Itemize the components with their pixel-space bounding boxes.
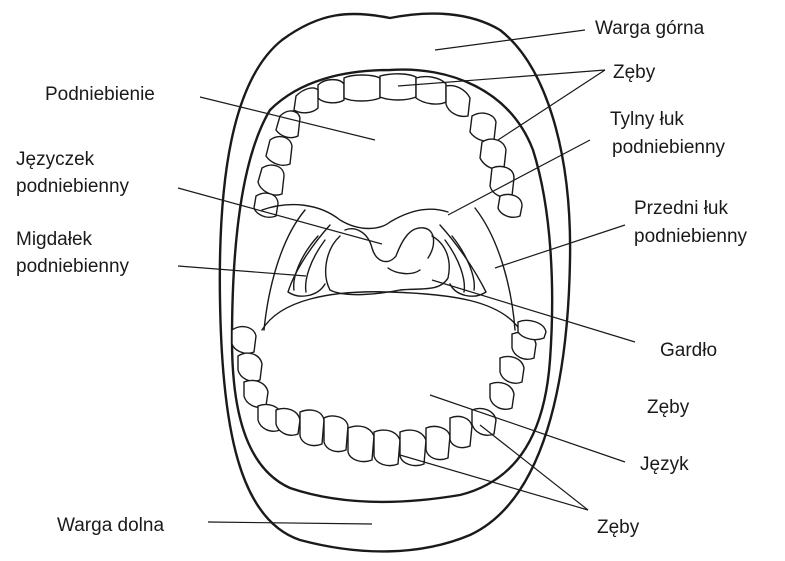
- tongue-outline: [262, 292, 520, 330]
- label-warga-dolna: Warga dolna: [57, 515, 164, 536]
- label-jezyczek-1: Języczek: [16, 149, 95, 170]
- anterior-arch-left: [264, 210, 305, 330]
- label-zeby-top: Zęby: [613, 62, 656, 83]
- label-podniebienie: Podniebienie: [45, 84, 155, 105]
- lower-teeth: [232, 320, 546, 465]
- label-warga-gorna: Warga górna: [595, 18, 705, 39]
- upper-teeth: [254, 74, 522, 217]
- label-przedni-luk-1: Przedni łuk: [634, 198, 728, 219]
- throat-opening: [326, 236, 450, 295]
- uvula: [345, 228, 434, 262]
- label-zeby-bottom: Zęby: [597, 517, 640, 538]
- label-przedni-luk-2: podniebienny: [634, 226, 748, 247]
- label-migdalek-2: podniebienny: [16, 256, 130, 277]
- tonsil-left: [294, 236, 325, 292]
- posterior-arch-right: [440, 225, 486, 296]
- palate-edge: [262, 205, 448, 229]
- label-zeby-right: Zęby: [647, 397, 690, 418]
- label-tylny-luk-1: Tylny łuk: [610, 109, 684, 130]
- anterior-arch-right: [475, 208, 515, 330]
- label-jezyczek-2: podniebienny: [16, 176, 130, 197]
- label-gardlo: Gardło: [660, 340, 717, 361]
- label-tylny-luk-2: podniebienny: [612, 137, 726, 158]
- label-migdalek-1: Migdałek: [16, 229, 93, 250]
- label-jezyk: Język: [640, 454, 689, 475]
